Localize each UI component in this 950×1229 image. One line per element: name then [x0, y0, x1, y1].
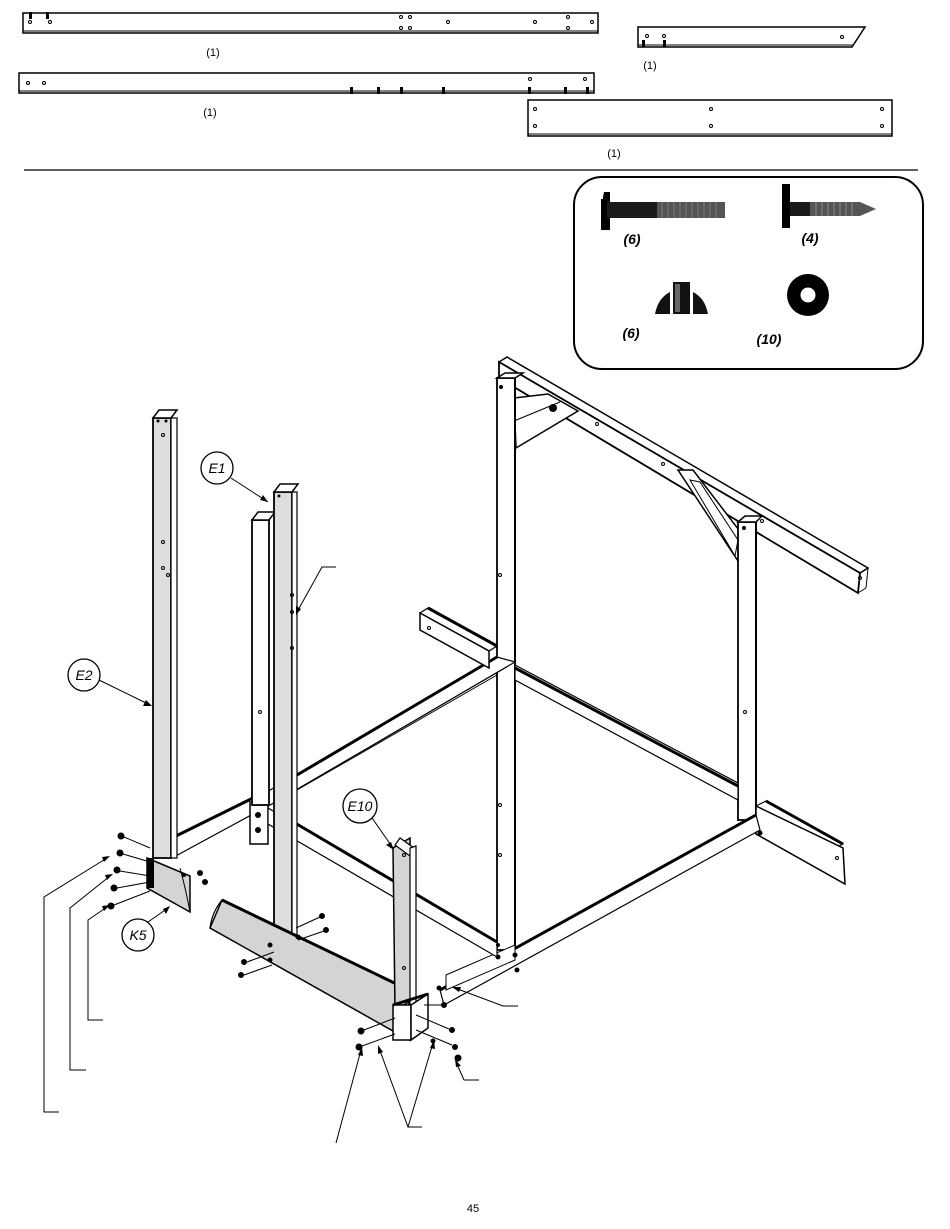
callout-e10: E10 [343, 789, 377, 823]
front-right-base-beam [440, 815, 763, 1005]
callout-k5-label: K5 [129, 927, 146, 943]
board-d-qty: (1) [607, 148, 620, 160]
washer-qty: (10) [757, 331, 782, 347]
post-e1-rear [252, 512, 275, 805]
board-a-qty: (1) [206, 47, 219, 59]
board-d [528, 100, 892, 136]
front-base-board [210, 900, 409, 1040]
callout-k5: K5 [122, 919, 154, 951]
back-right-post [738, 516, 762, 820]
middle-long-beam [268, 808, 500, 957]
callout-e2-label: E2 [75, 667, 92, 683]
board-c-qty: (1) [203, 107, 216, 119]
t-nut-qty: (6) [622, 325, 639, 341]
board-b [638, 27, 865, 47]
side-rail-right [515, 665, 738, 800]
lag-screw-qty: (4) [801, 230, 818, 246]
post-e2 [153, 410, 177, 858]
board-c [19, 73, 594, 94]
protruding-plank-right [756, 801, 845, 884]
washer-icon [787, 274, 829, 316]
protruding-plank-back [420, 608, 497, 668]
page-number: 45 [467, 1203, 479, 1215]
left-side-beam [172, 798, 268, 858]
callout-e1: E1 [201, 452, 233, 484]
board-a [23, 12, 598, 33]
callout-e2: E2 [68, 659, 100, 691]
board-k5 [147, 858, 190, 912]
carriage-bolt-qty: (6) [623, 231, 640, 247]
post-e1 [274, 484, 298, 940]
post-e10 [393, 838, 416, 1010]
callout-e10-label: E10 [348, 798, 373, 814]
board-b-qty: (1) [643, 60, 656, 72]
callout-e1-label: E1 [208, 460, 225, 476]
